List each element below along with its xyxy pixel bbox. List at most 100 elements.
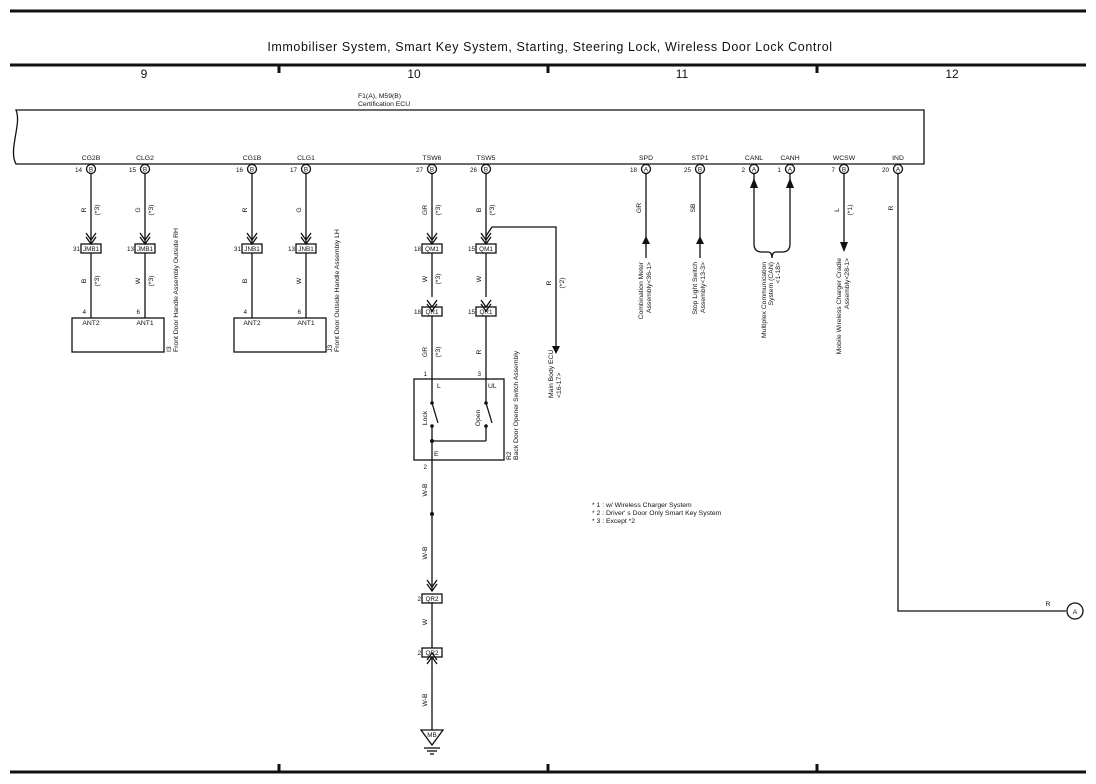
tag-cg2b: (*3) — [94, 205, 101, 216]
charger-line2: Assembly<28-1> — [844, 258, 851, 309]
pin-num-3: 3 — [477, 371, 481, 378]
back-door-pin-l: L — [437, 383, 441, 390]
wire-color-wcsw: L — [834, 208, 841, 212]
wire-color-tsw6: GR — [422, 205, 429, 215]
charger-line1: Mobile Wireless Charger Cradle — [836, 258, 843, 355]
tag-qm-w1: (*3) — [435, 274, 442, 285]
pin-name-clg1: CLG1 — [297, 155, 315, 162]
wire-color-main-body: R — [546, 280, 553, 285]
svg-text:25: 25 — [684, 167, 692, 174]
diagram-title: Immobiliser System, Smart Key System, St… — [267, 40, 832, 54]
rh-ant2: ANT2 — [82, 320, 100, 327]
wire-color-cg1b: R — [242, 207, 249, 212]
wire-color-qm-w2: W — [476, 275, 483, 282]
tag-clg2: (*3) — [148, 205, 155, 216]
wire-color-stp1: SB — [690, 203, 697, 213]
multiplex-line1: Multiplex Communication — [761, 262, 768, 338]
svg-text:JMB1: JMB1 — [83, 246, 100, 253]
pin-name-tsw5: TSW5 — [477, 155, 496, 162]
wire-color-qr-gr: GR — [422, 347, 429, 357]
wire-color-wb-2: W-B — [422, 546, 429, 560]
wire-can-bus — [750, 174, 794, 259]
svg-text:A: A — [644, 166, 649, 173]
svg-text:B: B — [89, 166, 93, 173]
wire-cg2b — [85, 174, 97, 318]
tag-qr-gr: (*3) — [435, 347, 442, 358]
stop-light-line2: Assembly<13-3> — [700, 262, 707, 313]
multiplex-line3: <1-18> — [775, 262, 782, 284]
pin-num-1: 1 — [423, 371, 427, 378]
wire-color-b: B — [81, 278, 88, 283]
meter-line2: Assembly<36-1> — [646, 262, 653, 313]
svg-text:20: 20 — [882, 167, 890, 174]
wire-color-wb-1: W-B — [422, 483, 429, 497]
wire-clg2 — [139, 174, 151, 318]
svg-text:2: 2 — [741, 167, 745, 174]
svg-text:18: 18 — [414, 309, 422, 316]
back-door-code: R2 — [506, 451, 513, 460]
wire-color-qm-w1: W — [422, 275, 429, 282]
certification-ecu-box — [12, 109, 925, 165]
pin-num-4-lh: 4 — [243, 309, 247, 316]
tag-tsw5: (*3) — [489, 205, 496, 216]
svg-text:1: 1 — [777, 167, 781, 174]
main-body-ecu-line1: Main Body ECU — [548, 350, 555, 398]
wire-color-b-lh: B — [242, 278, 249, 283]
meter-line1: Combination Meter — [638, 261, 645, 319]
column-number-9: 9 — [141, 67, 148, 81]
wire-stp1 — [696, 174, 704, 258]
wire-ind — [897, 174, 1084, 620]
svg-text:B: B — [430, 166, 434, 173]
svg-text:14: 14 — [75, 167, 83, 174]
wire-spd — [642, 174, 650, 258]
note-1: * 1 : w/ Wireless Charger System — [592, 502, 692, 509]
svg-text:B: B — [304, 166, 308, 173]
rh-handle-box — [71, 317, 165, 353]
pin-name-stp1: STP1 — [692, 155, 709, 162]
pin-name-canh: CANH — [780, 155, 799, 162]
svg-text:JNB1: JNB1 — [244, 246, 260, 253]
tag-b: (*3) — [94, 276, 101, 287]
svg-text:QR1: QR1 — [480, 309, 493, 316]
svg-text:JNB1: JNB1 — [298, 246, 314, 253]
wire-main-body-branch — [485, 226, 560, 354]
ecu-pin-18: 18 A — [630, 163, 652, 175]
wire-cg1b — [246, 174, 258, 318]
tag-w: (*3) — [148, 276, 155, 287]
pin-name-spd: SPD — [639, 155, 653, 162]
pin-num-6-lh: 6 — [297, 309, 301, 316]
svg-text:31: 31 — [73, 246, 81, 253]
back-door-name: Back Door Opener Switch Assembly — [513, 350, 520, 460]
svg-text:18: 18 — [630, 167, 638, 174]
svg-text:B: B — [484, 166, 488, 173]
svg-text:2: 2 — [417, 596, 421, 603]
wire-tsw5 — [480, 174, 492, 379]
rh-handle-code: I3 — [166, 346, 173, 352]
ground-mb-icon — [419, 729, 445, 755]
column-number-10: 10 — [407, 67, 421, 81]
svg-text:B: B — [842, 166, 846, 173]
wire-tsw6 — [426, 174, 438, 379]
svg-text:7: 7 — [831, 167, 835, 174]
main-body-ecu-line2: <16-17> — [556, 373, 563, 398]
pin-num-4: 4 — [82, 309, 86, 316]
switch-open-label: Open — [475, 409, 482, 426]
svg-text:13: 13 — [288, 246, 296, 253]
pin-name-tsw6: TSW6 — [423, 155, 442, 162]
wire-color-qr2-w: W — [422, 618, 429, 625]
rh-ant1: ANT1 — [136, 320, 154, 327]
